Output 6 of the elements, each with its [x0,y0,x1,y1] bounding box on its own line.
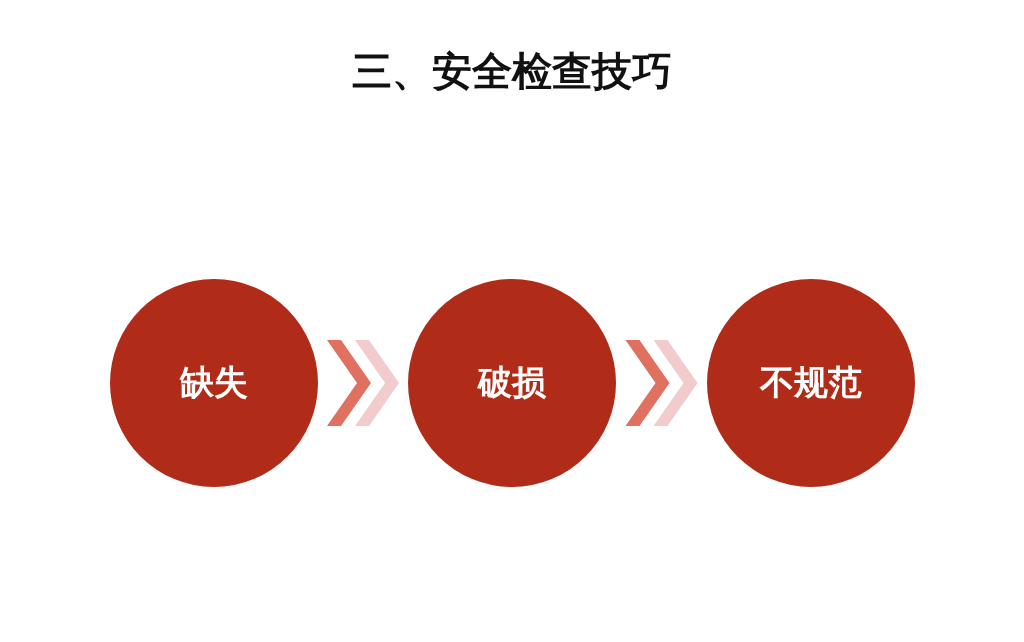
chevron-arrow [625,340,698,426]
circle-label: 缺失 [180,361,248,404]
circle-label: 不规范 [760,361,862,404]
title: 三、安全检查技巧 [352,47,672,96]
chevron-arrow [327,340,399,426]
circle-label: 破损 [478,361,546,404]
